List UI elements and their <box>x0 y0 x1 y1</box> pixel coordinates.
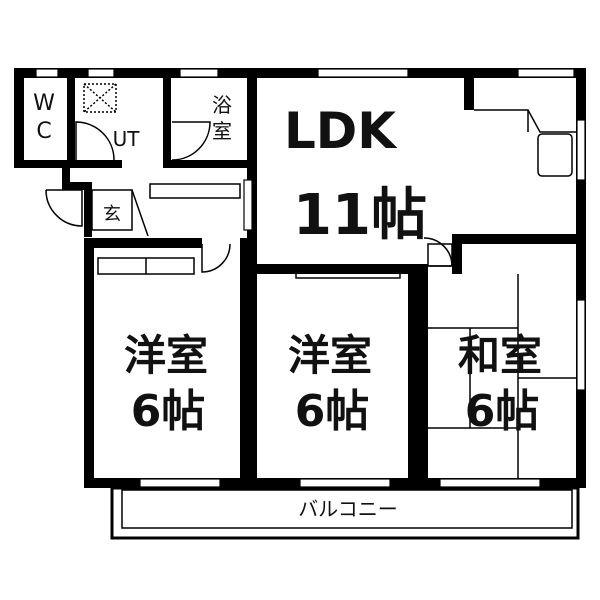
door-japanese <box>423 237 453 267</box>
windows <box>35 68 586 488</box>
wc-label-line1: W <box>33 91 55 116</box>
door-entrance <box>45 189 83 227</box>
washer-pan <box>83 83 117 113</box>
entrance-label: 玄 <box>103 204 121 225</box>
bath-label-line2: 室 <box>212 119 232 143</box>
western-room-2-name: 洋室 <box>288 331 372 380</box>
door-swings <box>45 121 453 273</box>
kitchen-sink <box>537 133 573 177</box>
door-room1 <box>201 243 231 273</box>
balcony <box>110 486 580 540</box>
balcony-label: バルコニー <box>298 497 398 521</box>
door-ut <box>75 121 115 161</box>
western-room-1-name: 洋室 <box>124 331 208 380</box>
wc-label-line2: C <box>36 119 51 144</box>
door-bath <box>171 121 211 161</box>
ldk-name: LDK <box>284 102 398 160</box>
ut-label: UT <box>113 127 141 151</box>
western-room-1-size: 6帖 <box>131 386 206 437</box>
kitchen-counter <box>474 109 576 133</box>
western-room-2-size: 6帖 <box>295 386 370 437</box>
bath-label-line1: 浴 <box>212 93 232 117</box>
labels: W C UT 浴 室 玄 LDK 11帖 洋室 6帖 洋室 6帖 和室 6帖 バ… <box>33 91 542 521</box>
ldk-size: 11帖 <box>293 183 427 248</box>
japanese-room-size: 6帖 <box>465 386 540 437</box>
japanese-room-name: 和室 <box>458 331 542 380</box>
